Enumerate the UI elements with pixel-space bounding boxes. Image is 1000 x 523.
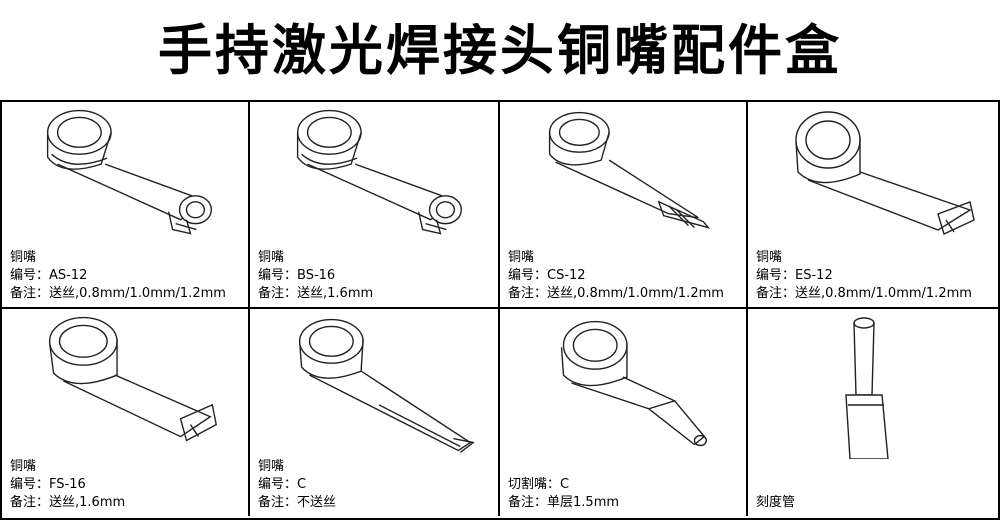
nozzle-note: 送丝,0.8mm/1.0mm/1.2mm: [795, 286, 972, 301]
note-label: 备注：: [10, 286, 50, 301]
code-label: 编号：: [756, 268, 796, 283]
nozzle-caption: 铜嘴 编号：CS-12 备注：送丝,0.8mm/1.0mm/1.2mm: [508, 249, 724, 303]
nozzle-note: 送丝,0.8mm/1.0mm/1.2mm: [547, 286, 724, 301]
page-title: 手持激光焊接头铜嘴配件盒: [158, 19, 842, 82]
accessory-grid: 铜嘴 编号：AS-12 备注：送丝,0.8mm/1.0mm/1.2mm 铜嘴 编…: [0, 100, 1000, 520]
nozzle-caption: 铜嘴 编号：C 备注：不送丝: [258, 458, 336, 512]
note-label: 备注：: [756, 286, 796, 301]
nozzle-code: C: [297, 477, 307, 492]
nozzle-note: 不送丝: [297, 495, 337, 510]
nozzle-name: 铜嘴: [258, 250, 285, 265]
note-label: 备注：: [508, 495, 548, 510]
nozzle-code: BS-16: [297, 268, 336, 283]
nozzle-es-12-drawing: [795, 111, 975, 235]
nozzle-code: CS-12: [547, 268, 586, 283]
nozzle-cell-es-12: 铜嘴 编号：ES-12 备注：送丝,0.8mm/1.0mm/1.2mm: [748, 102, 998, 309]
nozzle-caption: 铜嘴 编号：BS-16 备注：送丝,1.6mm: [258, 249, 373, 303]
code-label: 编号：: [508, 268, 548, 283]
nozzle-caption: 铜嘴 编号：AS-12 备注：送丝,0.8mm/1.0mm/1.2mm: [10, 249, 226, 303]
nozzle-code: AS-12: [49, 268, 88, 283]
nozzle-cell-as-12: 铜嘴 编号：AS-12 备注：送丝,0.8mm/1.0mm/1.2mm: [2, 102, 250, 309]
nozzle-cell-fs-16: 铜嘴 编号：FS-16 备注：送丝,1.6mm: [2, 309, 250, 516]
nozzle-note: 送丝,1.6mm: [49, 495, 126, 510]
nozzle-code: FS-16: [49, 477, 86, 492]
cutting-nozzle-caption: 切割嘴：C 备注：单层1.5mm: [508, 476, 619, 512]
scale-tube-drawing: [845, 317, 889, 459]
code-label: 编号：: [10, 268, 50, 283]
nozzle-fs-16-drawing: [48, 316, 218, 442]
nozzle-name: 铜嘴: [756, 250, 783, 265]
note-label: 备注：: [258, 286, 298, 301]
nozzle-note: 送丝,1.6mm: [297, 286, 374, 301]
nozzle-name: 铜嘴: [10, 459, 37, 474]
cutting-nozzle-drawing: [560, 320, 708, 447]
code-label: 编号：: [258, 477, 298, 492]
nozzle-code: ES-12: [795, 268, 833, 283]
cutting-nozzle-note: 单层1.5mm: [547, 495, 620, 510]
nozzle-as-12-drawing: [46, 109, 212, 235]
nozzle-name: 铜嘴: [10, 250, 37, 265]
nozzle-caption: 铜嘴 编号：FS-16 备注：送丝,1.6mm: [10, 458, 125, 512]
scale-tube-name: 刻度管: [756, 495, 796, 510]
nozzle-bs-16-drawing: [296, 109, 462, 235]
nozzle-cell-c: 铜嘴 编号：C 备注：不送丝: [250, 309, 500, 516]
scale-tube-cell: 刻度管: [748, 309, 998, 516]
nozzle-caption: 铜嘴 编号：ES-12 备注：送丝,0.8mm/1.0mm/1.2mm: [756, 249, 972, 303]
nozzle-c-drawing: [298, 318, 475, 453]
cutting-nozzle-name: 切割嘴：C: [508, 477, 570, 492]
nozzle-name: 铜嘴: [508, 250, 535, 265]
code-label: 编号：: [258, 268, 298, 283]
nozzle-note: 送丝,0.8mm/1.0mm/1.2mm: [49, 286, 226, 301]
code-label: 编号：: [10, 477, 50, 492]
note-label: 备注：: [508, 286, 548, 301]
note-label: 备注：: [258, 495, 298, 510]
nozzle-cell-bs-16: 铜嘴 编号：BS-16 备注：送丝,1.6mm: [250, 102, 500, 309]
nozzle-cell-cs-12: 铜嘴 编号：CS-12 备注：送丝,0.8mm/1.0mm/1.2mm: [500, 102, 748, 309]
scale-tube-caption: 刻度管: [756, 494, 795, 512]
cutting-nozzle-cell: 切割嘴：C 备注：单层1.5mm: [500, 309, 748, 516]
note-label: 备注：: [10, 495, 50, 510]
nozzle-cs-12-drawing: [548, 111, 711, 229]
nozzle-name: 铜嘴: [258, 459, 285, 474]
